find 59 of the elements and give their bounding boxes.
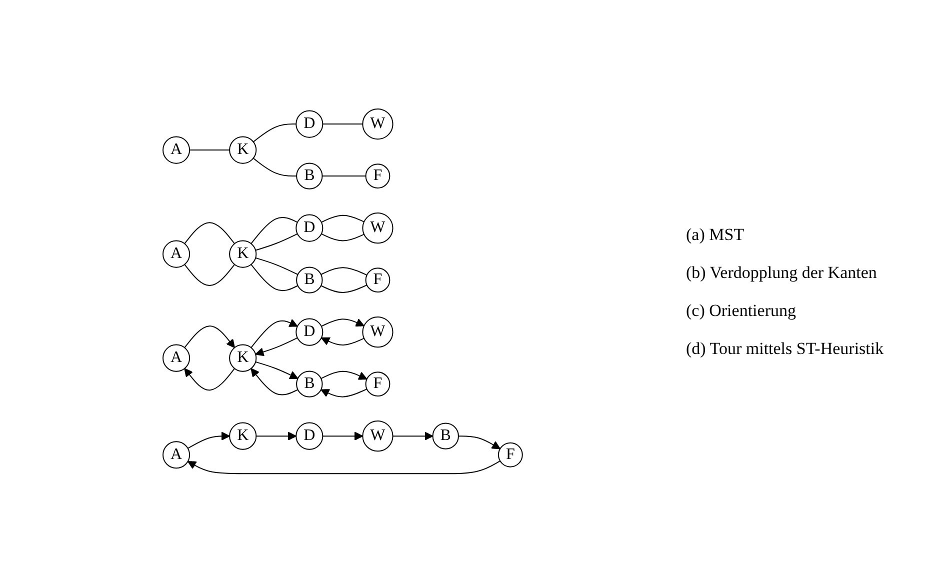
connector <box>184 222 236 244</box>
node-circle: K <box>229 136 257 164</box>
arrow <box>321 337 365 346</box>
node-circle: F <box>366 268 390 293</box>
node-circle: D <box>296 318 324 346</box>
node-circle: A <box>162 441 190 469</box>
connector <box>321 234 365 242</box>
connector <box>321 215 365 223</box>
node-circle: B <box>432 422 460 450</box>
arrow <box>256 432 297 441</box>
node-circle: B <box>296 370 324 398</box>
connector <box>184 264 236 286</box>
arrow <box>320 388 368 398</box>
caption: (b) Verdopplung der Kanten <box>686 262 878 282</box>
node-circle: A <box>162 136 190 164</box>
caption: (d) Tour mittels ST-Heuristik <box>686 338 885 358</box>
arrow <box>392 432 434 441</box>
node-circle: A <box>162 344 190 372</box>
node-circle: B <box>296 162 324 190</box>
arrow <box>188 432 230 449</box>
node-circle: D <box>296 422 324 450</box>
node-circle: W <box>362 212 394 244</box>
node-circle: W <box>362 420 394 452</box>
arrow <box>322 432 364 441</box>
arrow <box>255 338 298 356</box>
node-circle: A <box>162 240 190 268</box>
connector <box>322 124 364 125</box>
connector <box>320 267 368 276</box>
connector <box>189 150 230 151</box>
arrow <box>188 460 501 474</box>
connector <box>250 264 299 292</box>
node-circle: K <box>229 344 257 372</box>
node-circle: D <box>296 214 324 242</box>
node-circle: F <box>498 442 524 468</box>
node-circle: F <box>366 164 390 189</box>
arrow <box>320 371 368 380</box>
connector <box>253 124 297 143</box>
connector <box>255 258 299 276</box>
node-circle: B <box>296 266 324 294</box>
arrow <box>255 362 299 380</box>
node-circle: W <box>362 316 394 348</box>
caption: (c) Orientierung <box>686 300 797 320</box>
arrow <box>184 368 236 391</box>
arrow <box>250 319 298 348</box>
node-circle: K <box>229 422 257 450</box>
connector <box>320 284 368 294</box>
connector <box>255 234 298 251</box>
connector <box>322 176 367 177</box>
node-circle: K <box>229 240 257 268</box>
arrow <box>321 318 365 327</box>
caption: (a) MST <box>686 224 746 244</box>
node-circle: W <box>362 108 394 140</box>
node-circle: D <box>296 110 324 138</box>
connector <box>250 217 298 244</box>
connector <box>253 158 298 177</box>
arrow <box>184 326 236 348</box>
arrow <box>251 368 299 396</box>
node-circle: F <box>366 372 390 397</box>
arrow <box>458 436 501 450</box>
